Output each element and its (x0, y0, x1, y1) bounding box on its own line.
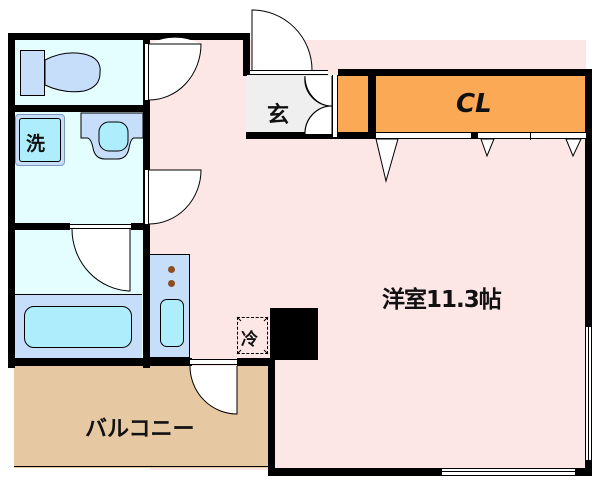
wall-entrance-bottom (246, 132, 376, 139)
balcony-label: バルコニー (85, 417, 195, 442)
bathtub (24, 306, 132, 348)
wall-bath-bottom (8, 358, 192, 366)
wash-door-swing (148, 169, 202, 225)
entrance-double-door-swing (304, 75, 333, 135)
wash-door-gap (144, 170, 149, 224)
washbasin-icon (80, 112, 144, 160)
balcony-door-gap (190, 359, 237, 365)
window-right-line (588, 327, 589, 460)
wall-wash-bottom (8, 223, 70, 230)
refrigerator-corner-marks (236, 316, 269, 355)
window-bottom-line (442, 471, 575, 472)
toilet-tank (20, 50, 45, 96)
closet-track-tick (530, 132, 531, 140)
wall-bottom-right-corner (575, 468, 592, 476)
wall-entry-left (243, 33, 250, 75)
wall-closet-divider (368, 74, 376, 139)
toilet-door-swing (148, 37, 202, 101)
entrance-door-gap (250, 70, 328, 75)
wall-balcony-door-right (237, 358, 275, 366)
toilet-bowl-icon (44, 52, 101, 93)
wall-balcony-right (268, 358, 275, 476)
window-bottom (442, 468, 575, 476)
stove-burner-icon (168, 266, 175, 273)
refrigerator-label: 冷 (241, 330, 258, 350)
bath-door-gap (70, 224, 131, 229)
wall-top-right (338, 69, 592, 76)
wall-top-left (8, 33, 250, 40)
wall-toilet-bottom (8, 105, 150, 112)
balcony-door-swing (189, 365, 238, 415)
wall-bottom-left (268, 468, 442, 476)
balcony-inner-outline (12, 364, 270, 470)
pillar (270, 308, 318, 360)
closet-track-divider (471, 132, 478, 139)
western-room-label: 洋室11.3帖 (382, 287, 502, 313)
wall-entrance-top (243, 69, 247, 76)
stove-burner-icon (168, 280, 175, 287)
kitchen-sink (160, 299, 184, 347)
wall-wash-bottom-r (131, 223, 150, 230)
wall-right-upper (585, 69, 592, 327)
closet-door-markers (375, 138, 582, 183)
refrigerator-space (237, 317, 268, 354)
closet-door-track (376, 132, 586, 139)
bath-door-swing (71, 228, 131, 292)
closet-small (338, 76, 368, 132)
closet (376, 76, 586, 132)
toilet-door-gap (144, 44, 149, 100)
washing-machine-inner (19, 118, 61, 162)
washroom-label: 洗 (26, 133, 46, 155)
closet-label: CL (456, 89, 492, 119)
entrance-label: 玄 (267, 103, 290, 128)
entrance-door-swing (251, 9, 313, 71)
wall-left (8, 33, 15, 368)
